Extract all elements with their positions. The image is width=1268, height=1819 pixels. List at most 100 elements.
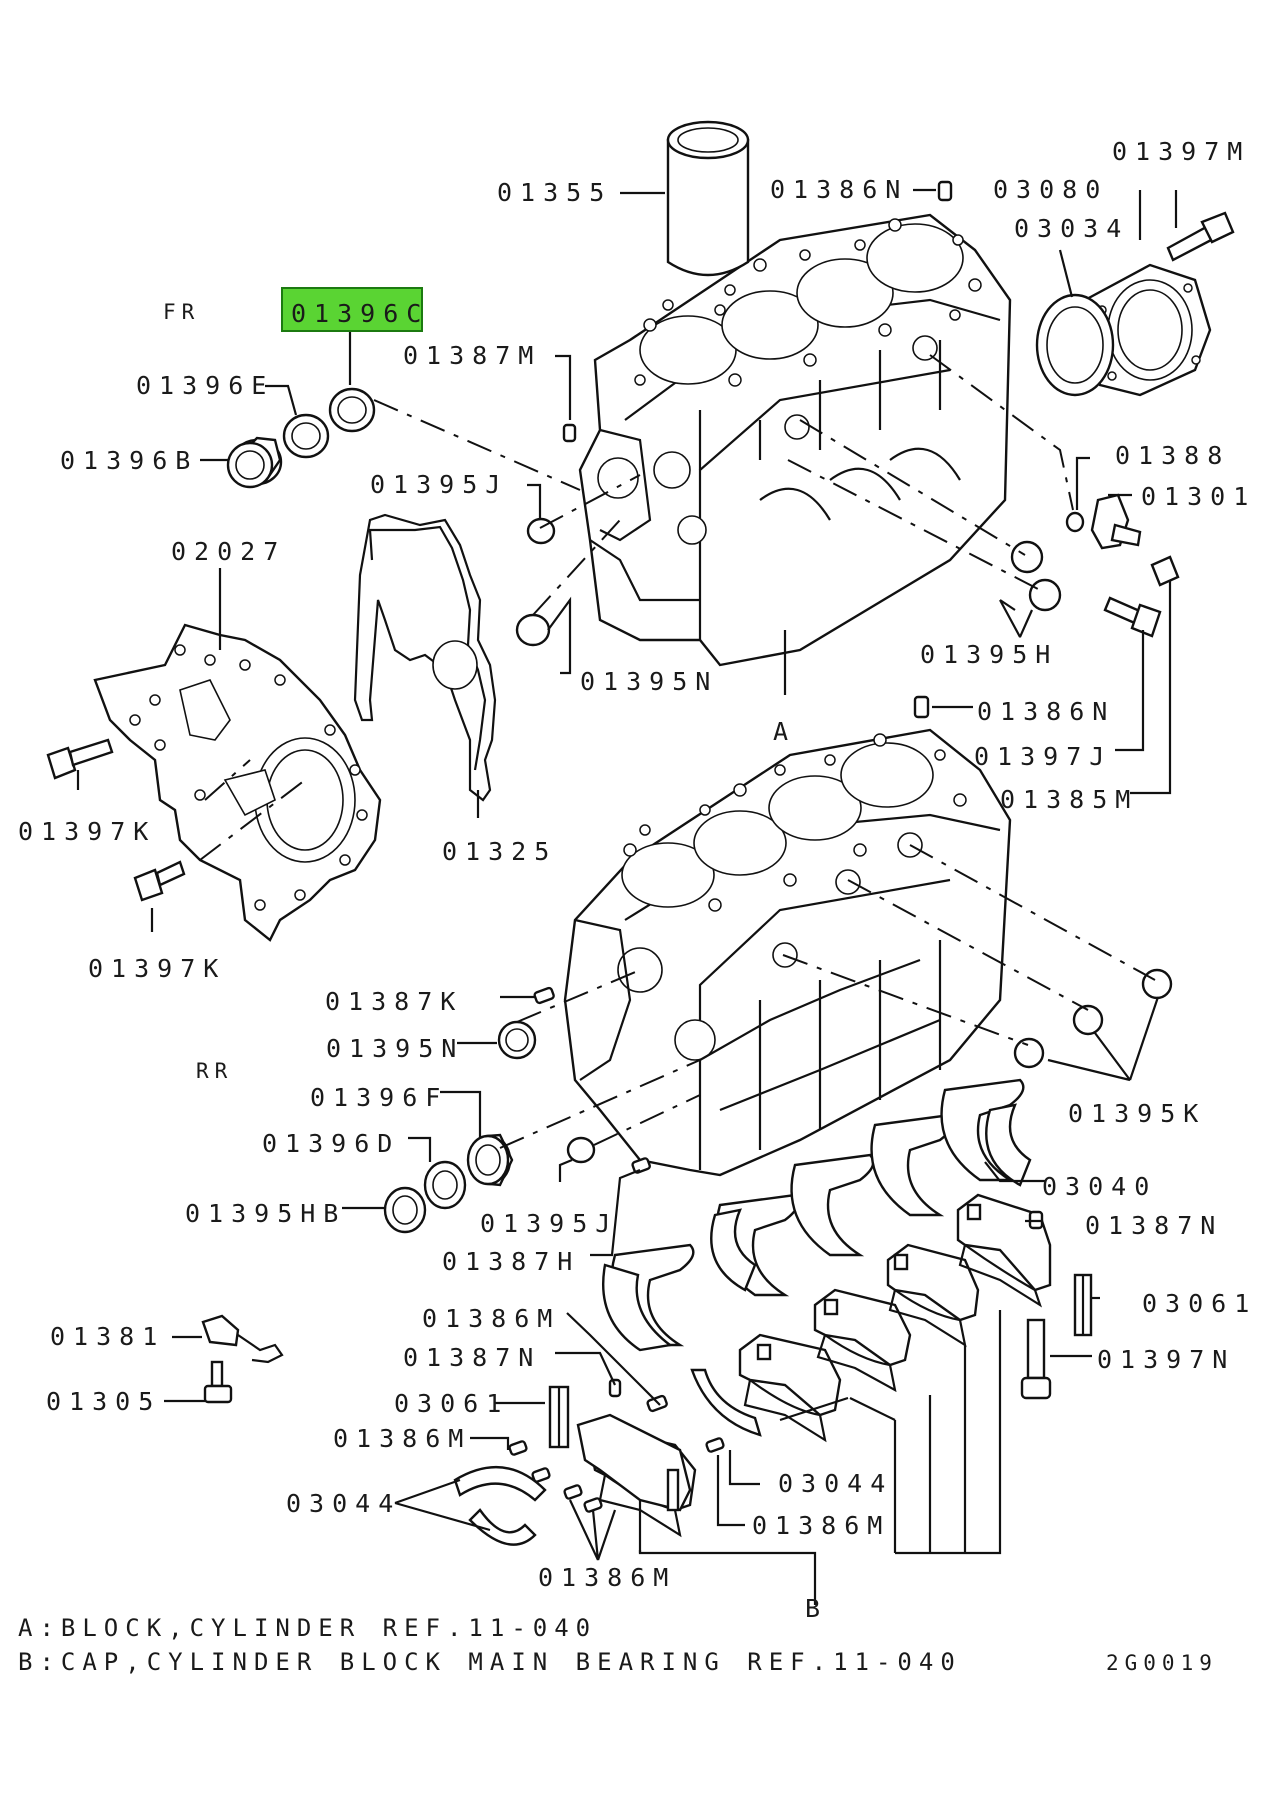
label-01396D[interactable]: 01396D <box>262 1129 400 1158</box>
label-01395K[interactable]: 01395K <box>1068 1099 1206 1128</box>
label-01387K[interactable]: 01387K <box>325 987 463 1016</box>
bushing-01396E[interactable] <box>282 413 330 459</box>
bolt-01397J[interactable] <box>1103 596 1162 638</box>
plug-01395N-mid[interactable] <box>497 1020 537 1060</box>
drawing-code: 2G0019 <box>1106 1651 1218 1675</box>
bushing-01396F[interactable] <box>466 1133 514 1187</box>
thrust-washer-right[interactable] <box>690 1368 762 1437</box>
label-03040[interactable]: 03040 <box>1042 1172 1157 1201</box>
bolt-01385M[interactable] <box>1150 555 1180 587</box>
main-bearing-cap-4[interactable] <box>886 1243 980 1348</box>
bolt-03061-left[interactable] <box>548 1385 570 1449</box>
sensor-bracket-01381[interactable] <box>201 1314 284 1364</box>
direction-rr: RR <box>196 1059 233 1083</box>
label-01381[interactable]: 01381 <box>50 1322 165 1351</box>
oil-seal[interactable] <box>1035 293 1115 397</box>
label-01395HB[interactable]: 01395HB <box>185 1199 346 1228</box>
label-03044-right[interactable]: 03044 <box>778 1469 893 1498</box>
label-01386N-mid[interactable]: 01386N <box>977 697 1115 726</box>
label-01396B[interactable]: 01396B <box>60 446 198 475</box>
footnotes: A:BLOCK,CYLINDER REF.11-040 B:CAP,CYLIND… <box>18 1614 1218 1676</box>
label-01305[interactable]: 01305 <box>46 1387 161 1416</box>
pin-01387M[interactable] <box>562 423 577 443</box>
label-01387H[interactable]: 01387H <box>442 1247 580 1276</box>
label-A: A <box>773 717 796 746</box>
label-B: B <box>805 1594 828 1623</box>
oil-jet-01301[interactable] <box>1090 493 1142 550</box>
footnote-a: A:BLOCK,CYLINDER REF.11-040 <box>18 1614 597 1642</box>
highlight-01396C <box>281 287 423 332</box>
label-03061-left[interactable]: 03061 <box>394 1389 509 1418</box>
label-01397J[interactable]: 01397J <box>974 742 1112 771</box>
front-gasket[interactable] <box>353 513 497 802</box>
label-01388[interactable]: 01388 <box>1115 441 1230 470</box>
label-01395J-top[interactable]: 01395J <box>370 470 508 499</box>
bushing-01396C[interactable] <box>328 387 376 433</box>
main-bearing-cap-5[interactable] <box>956 1193 1052 1308</box>
bolt-01305[interactable] <box>203 1360 233 1404</box>
label-03044-left[interactable]: 03044 <box>286 1489 401 1518</box>
label-01397K-left[interactable]: 01397K <box>18 817 156 846</box>
dowel-pin-mid[interactable] <box>913 695 930 719</box>
label-02027[interactable]: 02027 <box>171 537 286 566</box>
exploded-view-dash-lines <box>199 354 1156 1149</box>
label-01386M-a[interactable]: 01386M <box>422 1304 560 1333</box>
label-01397M[interactable]: 01397M <box>1112 137 1250 166</box>
label-01396C[interactable]: 01396C <box>291 299 429 328</box>
pin-01387K[interactable] <box>533 986 555 1005</box>
label-01386M-d[interactable]: 01386M <box>538 1563 676 1592</box>
bolt-01397K-bottom[interactable] <box>133 860 186 902</box>
main-bearings[interactable] <box>601 1078 1032 1352</box>
label-01395N-mid[interactable]: 01395N <box>326 1034 464 1063</box>
cylinder-block-bottom[interactable] <box>563 728 1012 1177</box>
label-01386M-c[interactable]: 01386M <box>752 1511 890 1540</box>
part-labels: 01355 01386N 03080 01397M 03034 FR 01396… <box>18 137 1257 1623</box>
label-01397N[interactable]: 01397N <box>1097 1345 1235 1374</box>
label-01387N-right[interactable]: 01387N <box>1085 1211 1223 1240</box>
label-01395N-top[interactable]: 01395N <box>580 667 718 696</box>
label-01396E[interactable]: 01396E <box>136 371 274 400</box>
direction-fr: FR <box>163 300 200 324</box>
leader-lines <box>76 188 1178 1605</box>
plug-01395H[interactable] <box>1010 540 1062 612</box>
bushing-01396D[interactable] <box>423 1160 467 1210</box>
dowel-pin-top[interactable] <box>937 180 953 202</box>
bushing-01395HB[interactable] <box>383 1186 427 1234</box>
label-01387N-left[interactable]: 01387N <box>403 1343 541 1372</box>
bolt-01397M[interactable] <box>1166 211 1235 262</box>
cylinder-block-top[interactable] <box>578 213 1012 667</box>
plug-01395N-top[interactable] <box>515 613 551 647</box>
label-03080[interactable]: 03080 <box>993 175 1108 204</box>
label-01397K-bottom[interactable]: 01397K <box>88 954 226 983</box>
plug-01395K[interactable] <box>1013 968 1173 1069</box>
pin-01387H[interactable] <box>631 1157 651 1174</box>
label-01386M-b[interactable]: 01386M <box>333 1424 471 1453</box>
bolt-01397N[interactable] <box>1020 1318 1052 1400</box>
label-01386N-top[interactable]: 01386N <box>770 175 908 204</box>
bolt-03061-right[interactable] <box>1073 1273 1093 1337</box>
label-03034[interactable]: 03034 <box>1014 214 1129 243</box>
cylinder-liner[interactable] <box>666 120 750 277</box>
plug-01395J-bottom[interactable] <box>566 1136 596 1164</box>
label-01395J-bottom[interactable]: 01395J <box>480 1209 618 1238</box>
label-01387M[interactable]: 01387M <box>403 341 541 370</box>
label-01396F[interactable]: 01396F <box>310 1083 448 1112</box>
label-03061-right[interactable]: 03061 <box>1142 1289 1257 1318</box>
bushing-01396B[interactable] <box>226 436 283 489</box>
main-bearing-cap-3[interactable] <box>813 1288 912 1393</box>
dowel-pins[interactable] <box>508 1210 1044 1513</box>
o-ring-01388[interactable] <box>1065 511 1085 533</box>
label-01301[interactable]: 01301 <box>1141 482 1256 511</box>
label-01325[interactable]: 01325 <box>442 837 557 866</box>
front-plate[interactable] <box>93 623 382 942</box>
label-01385M[interactable]: 01385M <box>1000 785 1138 814</box>
main-bearing-cap-2[interactable] <box>738 1333 842 1443</box>
thrust-washer-left[interactable] <box>453 1465 547 1546</box>
label-01395H[interactable]: 01395H <box>920 640 1058 669</box>
oil-seal-retainer[interactable] <box>1083 263 1212 397</box>
label-01355[interactable]: 01355 <box>497 178 612 207</box>
bolt-01397K-left[interactable] <box>46 738 114 780</box>
rear-bearing-cap[interactable] <box>576 1413 692 1512</box>
